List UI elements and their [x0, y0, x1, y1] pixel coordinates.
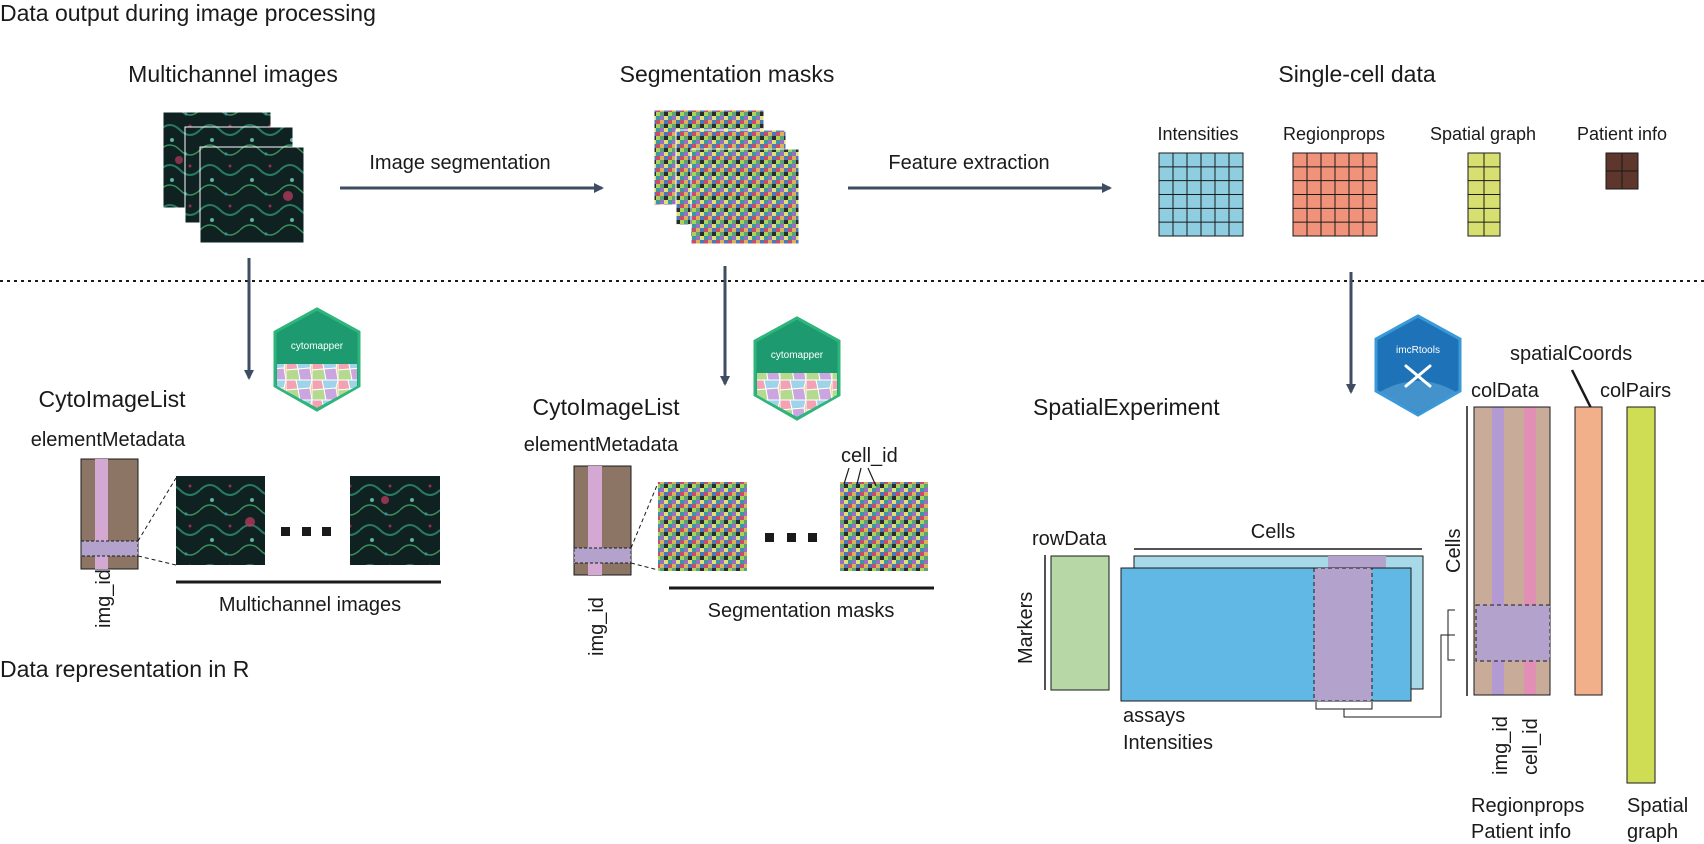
intensities-grid: [1158, 152, 1244, 237]
cell-id-label-masks: cell_id: [841, 445, 898, 467]
spatial-coords-table: [1574, 406, 1603, 696]
ellipsis-masks: [765, 533, 817, 542]
spatial-graph-grid: [1467, 152, 1501, 237]
img-id-label-masks: img_id: [586, 597, 608, 656]
intensities-label: Intensities: [1157, 124, 1238, 144]
rowdata-label: rowData: [1032, 528, 1107, 550]
element-metadata-masks-label: elementMetadata: [524, 434, 679, 456]
multichannel-image-last: [350, 476, 440, 565]
colpairs-label: colPairs: [1600, 380, 1671, 402]
cells-top-label: Cells: [1251, 521, 1295, 543]
single-cell-data-heading: Single-cell data: [1278, 61, 1435, 87]
highlight-bracket: [1315, 702, 1373, 710]
cytomapper-logo-text: cytomapper: [771, 350, 824, 361]
feature-extraction-label: Feature extraction: [888, 152, 1049, 174]
spatial-coords-label: spatialCoords: [1510, 343, 1632, 365]
image-segmentation-label: Image segmentation: [369, 152, 550, 174]
segmentation-mask-first: [658, 482, 747, 571]
multichannel-images-heading: Multichannel images: [128, 61, 338, 87]
colpairs-table: [1626, 406, 1656, 784]
spatial-graph-label: Spatial graph: [1430, 124, 1536, 144]
intensities-assay-label: Intensities: [1123, 732, 1213, 754]
cell-id-coldata-label: cell_id: [1520, 718, 1542, 775]
segmentation-mask-last: [840, 482, 928, 571]
imcrtools-logo-text: imcRtools: [1396, 345, 1440, 356]
zoom-line-top: [137, 477, 177, 542]
patient-info-label: Patient info: [1577, 124, 1667, 144]
markers-label: Markers: [1015, 592, 1037, 664]
coldata-table: [1473, 406, 1551, 696]
assay-highlight-column: [1313, 567, 1373, 702]
spatial-label: Spatial: [1627, 795, 1688, 817]
top-section-title: Data output during image processing: [0, 0, 376, 26]
cytomapper-logo-text: cytomapper: [291, 341, 344, 352]
cytoimagelist-images-title: CytoImageList: [38, 386, 186, 412]
zoom-line-bottom-masks: [630, 562, 659, 571]
cytomapper-logo-left: cytomapper: [273, 307, 361, 412]
graph-label: graph: [1627, 821, 1678, 843]
patient-info-coldata-label: Patient info: [1471, 821, 1571, 843]
bottom-section-title: Data representation in R: [0, 656, 249, 682]
regionprops-coldata-label: Regionprops: [1471, 795, 1584, 817]
segmentation-masks-caption: Segmentation masks: [708, 600, 895, 622]
element-metadata-images-table: [80, 458, 139, 570]
assay-highlight-back: [1328, 556, 1386, 568]
tools-icon: [1404, 364, 1432, 388]
assay-to-coldata-connector: [1343, 634, 1455, 718]
multichannel-images-caption: Multichannel images: [219, 594, 401, 616]
spatial-coords-pointer: [1570, 369, 1593, 409]
cells-side-label: Cells: [1443, 529, 1465, 573]
rowdata-table: [1050, 555, 1110, 691]
regionprops-grid: [1292, 152, 1378, 237]
cell-id-pointers: [843, 467, 877, 487]
cytoimagelist-masks-title: CytoImageList: [532, 394, 680, 420]
cytomapper-logo-right: cytomapper: [753, 316, 841, 421]
ellipsis-images: [281, 527, 331, 536]
segmentation-mask-stack: [653, 109, 800, 245]
multichannel-image-stack: [162, 111, 305, 244]
img-id-label-images: img_id: [93, 569, 115, 628]
coldata-label: colData: [1471, 380, 1540, 402]
zoom-line-top-masks: [630, 482, 659, 549]
element-metadata-images-label: elementMetadata: [31, 429, 186, 451]
element-metadata-masks-table: [573, 465, 632, 576]
segmentation-masks-heading: Segmentation masks: [620, 61, 835, 87]
spatial-experiment-title: SpatialExperiment: [1033, 394, 1220, 420]
regionprops-label: Regionprops: [1283, 124, 1385, 144]
imcrtools-logo: imcRtools: [1374, 314, 1462, 417]
img-id-coldata-label: img_id: [1490, 716, 1512, 775]
coldata-bracket: [1447, 609, 1455, 661]
zoom-line-bottom: [137, 555, 177, 566]
patient-info-grid: [1605, 152, 1639, 190]
assays-label: assays: [1123, 705, 1185, 727]
